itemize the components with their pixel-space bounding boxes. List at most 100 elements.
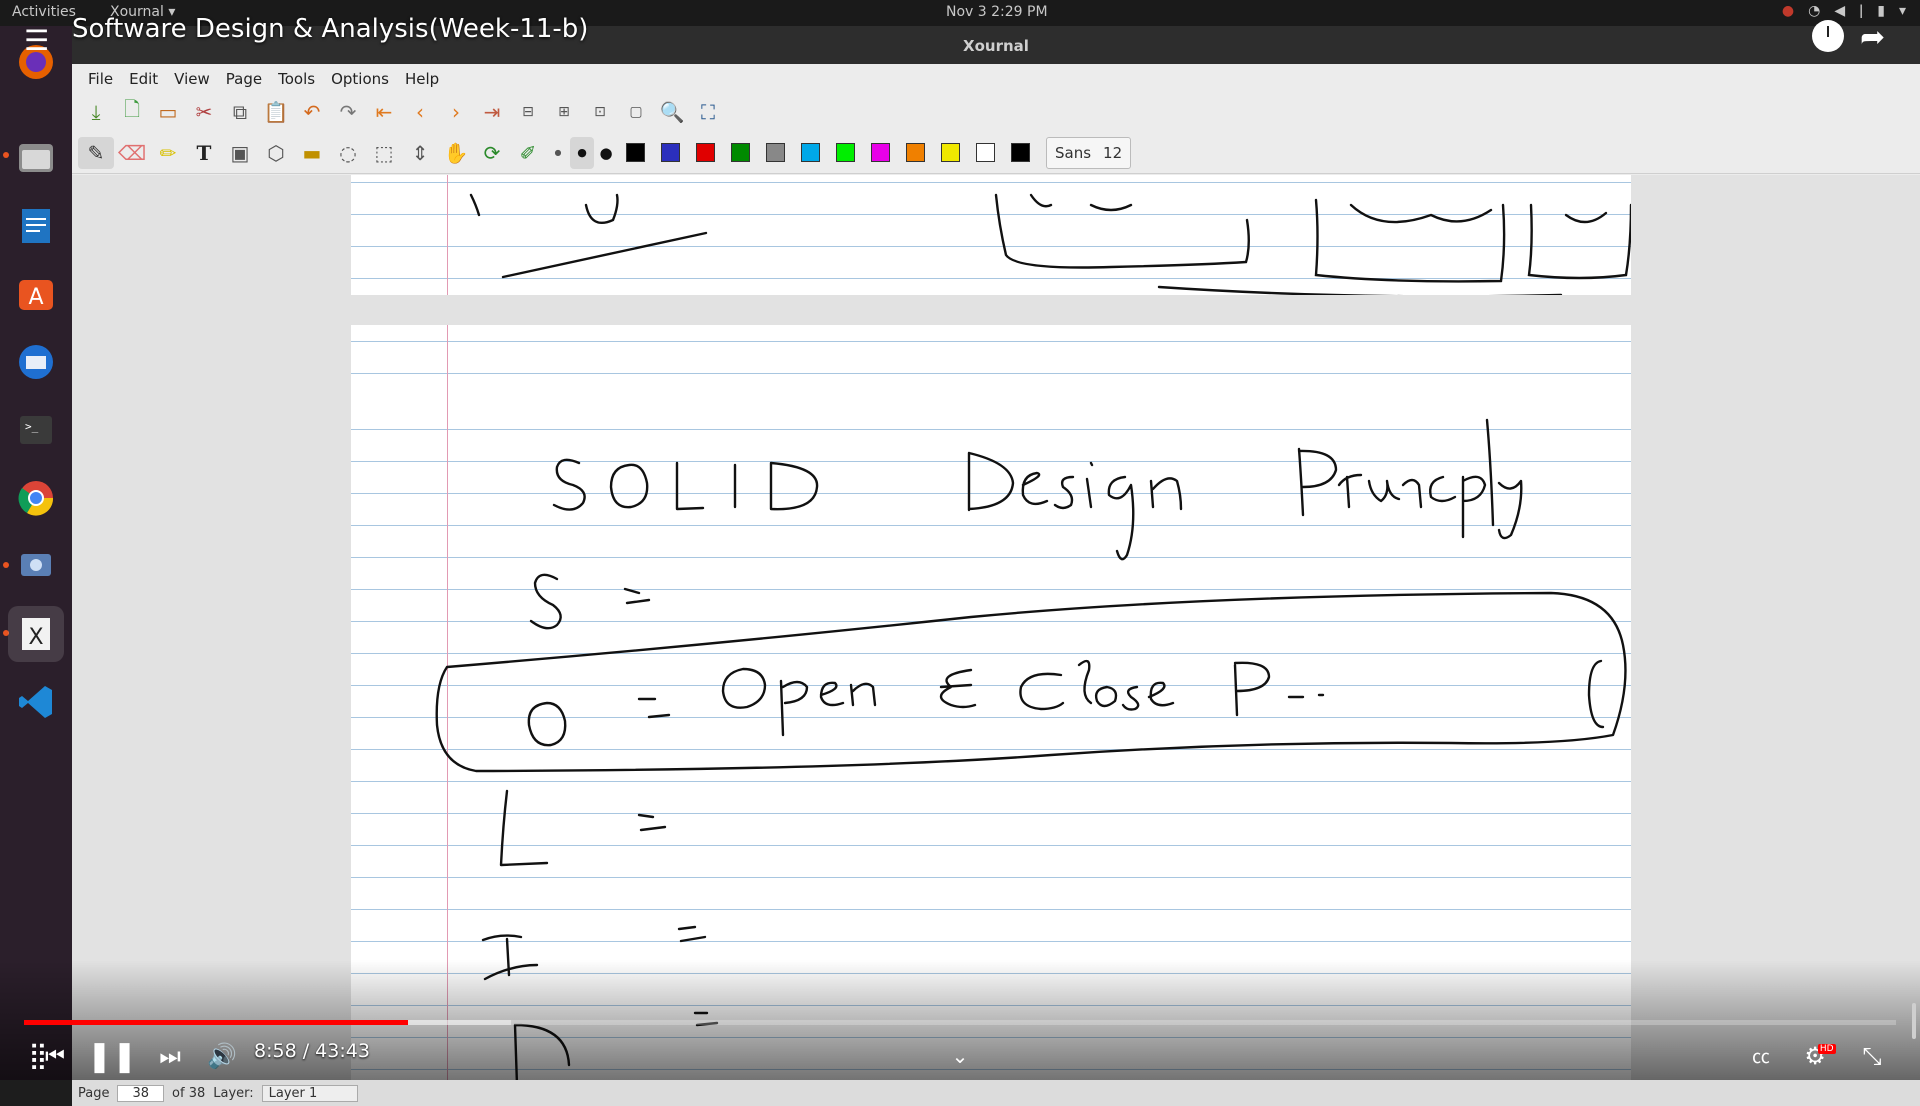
color-swatch[interactable] [661,143,680,162]
menu-page[interactable]: Page [225,70,263,88]
zoom-reset-icon[interactable]: ⊡ [594,104,606,120]
color-swatch[interactable] [731,143,750,162]
color-swatch[interactable] [976,143,995,162]
next-icon[interactable]: ⏭ [159,1042,181,1070]
watch-later-icon[interactable] [1812,20,1844,52]
app-menu[interactable]: Xournal ▾ [110,4,176,20]
screenshot-tool-icon[interactable] [8,538,64,594]
menu-view[interactable]: View [174,70,210,88]
font-selector[interactable]: Sans 12 [1046,136,1132,169]
xournal-icon[interactable]: X [8,606,64,662]
copy-icon[interactable]: ⧉ [232,100,248,124]
pause-icon[interactable]: ❚❚ [86,1038,138,1074]
highlighter-icon[interactable]: ✏ [159,140,177,165]
window-title: Xournal [963,37,1029,55]
undo-icon[interactable]: ↶ [303,100,321,124]
rect-select-icon[interactable]: ⬚ [374,140,394,165]
pen-icon[interactable]: ✎ [78,136,114,169]
color-swatch[interactable] [836,143,855,162]
cut-icon[interactable]: ✂ [195,100,213,124]
color-swatch[interactable] [766,143,785,162]
chevron-down-icon[interactable]: ⌄ [951,1044,969,1068]
menu-file[interactable]: File [88,70,114,88]
redo-icon[interactable]: ↷ [339,100,357,124]
fullscreen-icon[interactable]: ⛶ [701,100,715,124]
color-swatch[interactable] [626,143,645,162]
settings-icon[interactable]: ⚙HD [1804,1042,1836,1070]
video-progress-bar[interactable] [24,1020,1896,1025]
mic-icon: ǀ [1859,3,1864,19]
video-title[interactable]: Software Design & Analysis(Week-11-b) [72,14,589,44]
share-icon[interactable]: ➦ [1860,20,1886,55]
document-canvas[interactable] [72,175,1920,1080]
chrome-icon[interactable] [8,470,64,526]
image-icon[interactable]: ▣ [230,140,250,165]
color-swatch[interactable] [871,143,890,162]
volume-icon: ◀ [1834,3,1846,19]
page-number-field[interactable]: 38 [117,1084,165,1102]
layer-select[interactable]: Layer 1 [261,1084,359,1102]
zoom-in-icon[interactable]: ⊞ [558,104,570,120]
firefox-icon[interactable] [8,34,64,90]
menu-edit[interactable]: Edit [129,70,159,88]
menu-tools[interactable]: Tools [278,70,316,88]
page-label: Page [78,1085,110,1101]
text-icon[interactable]: T [196,140,212,165]
eraser-icon[interactable]: ⌫ [117,140,147,165]
previous-icon[interactable]: ⏮ [45,1043,65,1069]
exit-fullscreen-icon[interactable]: ⤡ [1862,1042,1882,1070]
thunderbird-icon[interactable] [8,334,64,390]
color-swatch[interactable] [906,143,925,162]
played-bar [24,1020,408,1025]
thickness-thick-icon[interactable]: ● [599,143,613,162]
captions-icon[interactable]: ㏄ [1752,1047,1770,1068]
lasso-icon[interactable]: ◌ [339,140,357,165]
previous-page-icon[interactable]: ‹ [416,100,424,124]
wifi-icon: ◔ [1808,3,1821,19]
color-swatch[interactable] [1011,143,1030,162]
new-document-icon[interactable]: 🗋 [123,97,141,121]
volume-icon[interactable]: 🔊 [207,1042,237,1070]
writer-icon[interactable] [8,198,64,254]
page-margin-line [447,175,448,295]
shape-icon[interactable]: ⬡ [267,140,285,165]
zoom-out-icon[interactable]: ⊟ [522,104,534,120]
pen-settings-icon[interactable]: ✐ [519,140,537,165]
default-tool-icon[interactable]: ⟳ [483,140,501,165]
vertical-space-icon[interactable]: ⇕ [411,140,429,165]
system-clock[interactable]: Nov 3 2:29 PM [946,4,1048,20]
player-controls: ⣿ ⏮ ❚❚ ⏭ 🔊 ⌄ ㏄ ⚙HD ⤡ [0,1036,1920,1076]
thickness-fine-icon[interactable]: ● [554,148,562,157]
hand-icon[interactable]: ✋ [443,140,469,165]
ruler-icon[interactable]: ▬ [302,140,322,165]
software-center-icon[interactable]: A [8,266,64,322]
record-indicator-icon: ● [1781,3,1795,19]
save-icon[interactable]: ⤓ [91,100,101,124]
terminal-icon[interactable]: >_ [8,402,64,458]
previous-page[interactable] [351,175,1631,295]
font-name: Sans [1055,143,1092,162]
window-titlebar[interactable]: Xournal [72,26,1920,64]
color-swatch[interactable] [696,143,715,162]
first-page-icon[interactable]: ⇤ [375,100,393,124]
color-palette [618,143,1038,162]
apps-grid-icon[interactable]: ⣿ [28,1041,48,1071]
menu-help[interactable]: Help [404,70,440,88]
vscode-icon[interactable] [8,674,64,730]
next-page-icon[interactable]: › [452,100,460,124]
files-icon[interactable] [8,130,64,186]
open-icon[interactable]: ▭ [158,100,178,124]
zoom-width-icon[interactable]: ▢ [629,104,643,120]
last-page-icon[interactable]: ⇥ [483,100,501,124]
color-swatch[interactable] [941,143,960,162]
menu-icon[interactable]: ☰ [24,24,50,57]
current-page[interactable] [351,325,1631,1080]
activities-button[interactable]: Activities [12,4,76,20]
system-tray[interactable]: ● ◔ ◀ ǀ ▮ ▾ [1782,3,1906,19]
paste-icon[interactable]: 📋 [263,100,289,124]
color-swatch[interactable] [801,143,820,162]
previous-page-ink [469,193,1631,295]
menu-options[interactable]: Options [331,70,389,88]
thickness-medium-icon[interactable]: ● [570,136,594,169]
zoom-search-icon[interactable]: 🔍 [659,100,685,124]
